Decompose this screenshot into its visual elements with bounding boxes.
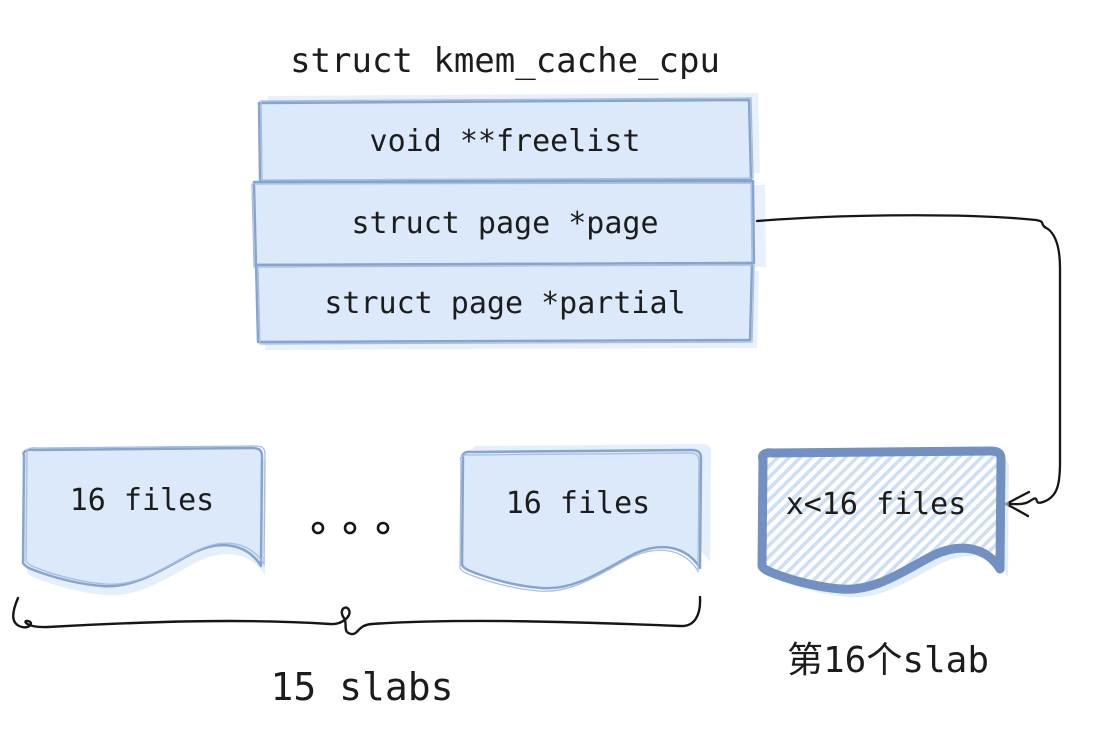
slab-full-2-label: 16 files [506,486,651,521]
partial-field-box-sketchline [257,264,755,345]
partial-slab-caption: 第16个slab [787,640,989,681]
field-label-freelist: void **freelist [370,124,641,159]
ellipsis-dot-3 [376,521,390,535]
brace-label: 15 slabs [270,665,453,709]
slab-partial-16th [762,451,1009,598]
page-field-box [252,179,756,267]
field-label-page: struct page *page [351,206,658,241]
arrow-line [755,214,1062,506]
slab-full-1 [21,445,266,596]
partial-field-box [254,261,754,344]
ellipsis-dot-1 [311,521,325,535]
field-label-partial: struct page *partial [324,286,685,321]
freelist-field-box-sketchline [260,97,754,181]
slab-partial-label: x<16 files [786,487,967,522]
slab-full-1-label: 16 files [70,483,215,518]
ellipsis-dot-2 [343,521,357,535]
struct-title: struct kmem_cache_cpu [290,41,720,81]
ellipsis-dots [311,521,390,535]
slab-group-brace [12,595,702,636]
kmem-cache-cpu-struct [251,93,766,350]
